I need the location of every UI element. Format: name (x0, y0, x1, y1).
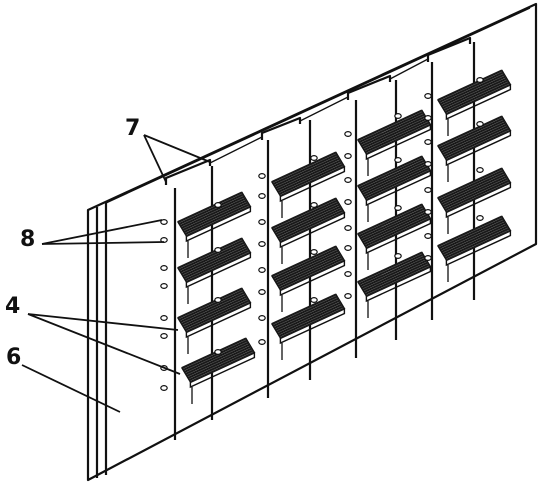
mounting-holes (160, 76, 484, 392)
mounting-hole (424, 92, 432, 99)
heat-sink-fin-block (356, 155, 432, 222)
mounting-hole (424, 139, 432, 146)
heat-sink-fin-block (180, 337, 256, 404)
mounting-hole (476, 167, 484, 174)
mounting-hole (258, 193, 266, 200)
mounting-hole (214, 297, 222, 304)
mounting-hole (344, 293, 352, 300)
mounting-hole (310, 249, 318, 256)
backing-plate (86, 2, 538, 482)
callout-7: 7 (125, 116, 140, 141)
mounting-hole (424, 233, 432, 240)
heat-sink-fin-block (270, 151, 346, 218)
mounting-hole (424, 187, 432, 194)
callout-8: 8 (20, 227, 35, 252)
mounting-hole (214, 349, 222, 356)
mounting-hole (476, 76, 484, 83)
mounting-hole (214, 202, 222, 209)
mounting-hole (160, 283, 168, 290)
heat-sink-fin-block (356, 109, 432, 176)
heat-sink-fin-block (436, 69, 512, 136)
mounting-hole (160, 315, 168, 322)
heat-sink-fin-block (176, 237, 252, 304)
heat-sink-fin-block (356, 251, 432, 318)
mounting-hole (344, 131, 352, 138)
heat-sink-fin-block (436, 167, 512, 234)
heat-sink-fin-block (176, 191, 252, 258)
callout-6: 6 (6, 345, 21, 370)
mounting-hole (344, 153, 352, 160)
mounting-hole (310, 202, 318, 209)
heat-sink-fin-block (270, 245, 346, 312)
mounting-hole (344, 199, 352, 206)
mounting-hole (160, 219, 168, 226)
mounting-hole (258, 267, 266, 274)
mounting-hole (160, 385, 168, 392)
mounting-hole (160, 265, 168, 272)
mounting-hole (258, 173, 266, 180)
mounting-hole (344, 225, 352, 232)
mounting-hole (394, 253, 402, 260)
mounting-hole (424, 255, 432, 262)
mounting-hole (258, 339, 266, 346)
heat-sink-fin-block (436, 215, 512, 282)
mounting-hole (394, 112, 402, 119)
mounting-hole (258, 241, 266, 248)
mounting-hole (258, 289, 266, 296)
mounting-hole (160, 333, 168, 340)
mounting-hole (344, 271, 352, 278)
callout-4: 4 (5, 294, 20, 319)
heat-sink-fin-block (270, 293, 346, 360)
heat-sink-fin-block (356, 203, 432, 270)
leader-lines (21, 134, 211, 413)
mounting-hole (344, 245, 352, 252)
mounting-hole (394, 157, 402, 164)
mounting-hole (214, 247, 222, 254)
mounting-hole (424, 209, 432, 216)
mounting-hole (258, 315, 266, 322)
heat-sink-fin-block (176, 287, 252, 354)
fin-blocks (176, 69, 512, 404)
mounting-hole (258, 219, 266, 226)
mounting-hole (476, 120, 484, 127)
mounting-hole (344, 177, 352, 184)
heat-sink-fin-block (270, 197, 346, 264)
mounting-hole (394, 205, 402, 212)
mounting-hole (424, 161, 432, 168)
mounting-hole (424, 114, 432, 121)
mounting-hole (310, 297, 318, 304)
mounting-hole (476, 215, 484, 222)
mounting-hole (310, 155, 318, 162)
